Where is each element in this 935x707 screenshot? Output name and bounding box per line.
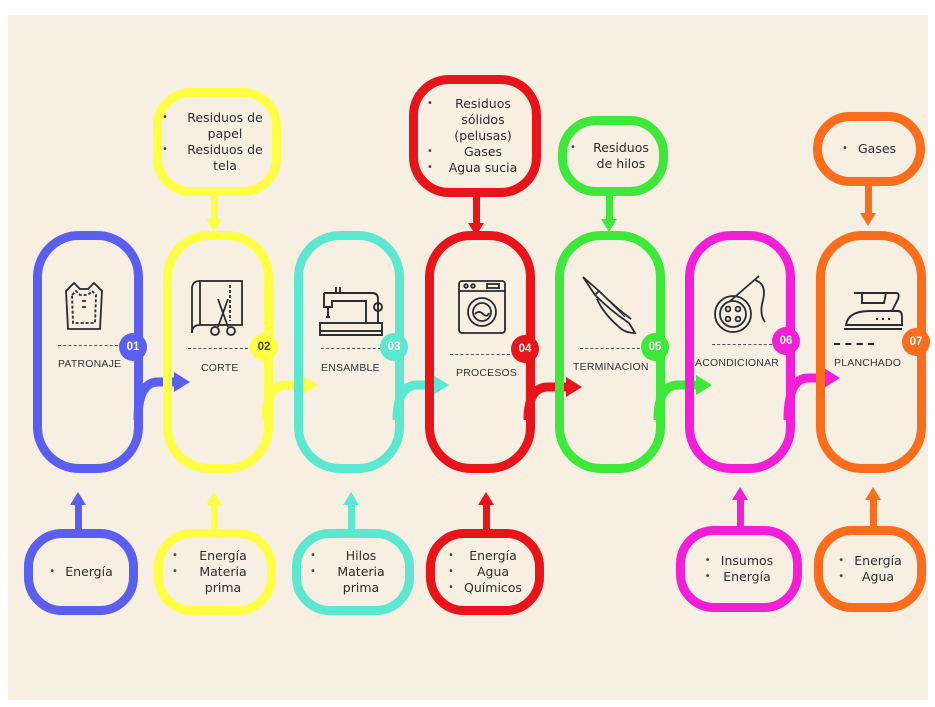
input-item: Energía — [49, 564, 113, 580]
output-item: Gases — [427, 144, 523, 160]
step-label-corte: CORTE — [201, 362, 239, 374]
fabric-scissors-icon — [191, 280, 243, 336]
input-bubble-patronaje: Energía — [24, 529, 138, 615]
input-item: Agua — [448, 564, 522, 580]
input-bubble-planchado: Energía Agua — [814, 526, 926, 612]
separator-patronaje — [58, 345, 118, 346]
output-item: Residuos de papel — [162, 110, 272, 142]
step-label-acondicionar: ACONDICIONAR — [695, 357, 780, 369]
button-needle-icon — [714, 275, 766, 333]
input-item: Energía — [172, 548, 258, 564]
output-bubble-corte: Residuos de papel Residuos de tela — [153, 88, 281, 196]
separator-terminacion — [580, 348, 640, 349]
separator-corte — [188, 348, 248, 349]
output-bubble-planchado: Gases — [813, 112, 925, 186]
input-bubble-acondicionar: Insumos Energía — [676, 526, 802, 612]
washing-machine-icon — [458, 280, 506, 334]
step-label-terminacion: TERMINACION — [573, 361, 649, 373]
input-item: Materia prima — [310, 564, 396, 596]
output-item: Agua sucia — [427, 160, 523, 176]
output-item: Residuos de tela — [162, 142, 272, 174]
step-badge-02: 02 — [250, 333, 278, 361]
input-item: Agua — [838, 569, 902, 585]
output-item: Residuos sólidos (pelusas) — [427, 96, 523, 144]
separator-procesos — [450, 354, 510, 355]
step-badge-06: 06 — [772, 327, 800, 355]
input-item: Energía — [448, 548, 522, 564]
output-bubble-procesos: Residuos sólidos (pelusas) Gases Agua su… — [409, 75, 541, 197]
output-bubble-terminacion: Residuos de hilos — [558, 116, 668, 196]
step-badge-03: 03 — [380, 333, 408, 361]
input-bubble-ensamble: Hilos Materia prima — [292, 529, 414, 615]
step-badge-05: 05 — [641, 333, 669, 361]
process-diagram: PATRONAJE CORTE ENSAMBLE PROCESOS TERMIN… — [8, 15, 930, 700]
thread-clippers-icon — [582, 276, 637, 334]
input-bubble-corte: Energía Materia prima — [154, 529, 276, 615]
separator-planchado — [834, 343, 874, 345]
step-label-planchado: PLANCHADO — [834, 357, 902, 369]
output-item: Gases — [842, 141, 896, 157]
step-badge-04: 04 — [511, 335, 539, 363]
input-bubble-procesos: Energía Agua Químicos — [426, 529, 544, 615]
iron-icon — [844, 292, 903, 330]
input-item: Insumos — [705, 553, 773, 569]
step-badge-01: 01 — [119, 333, 147, 361]
input-item: Energía — [705, 569, 773, 585]
input-item: Energía — [838, 553, 902, 569]
input-item: Químicos — [448, 580, 522, 596]
step-label-ensamble: ENSAMBLE — [321, 362, 380, 374]
step-label-patronaje: PATRONAJE — [58, 358, 122, 370]
sewing-pattern-icon — [65, 281, 103, 330]
input-item: Hilos — [310, 548, 396, 564]
input-item: Materia prima — [172, 564, 258, 596]
sewing-machine-icon — [319, 287, 383, 336]
separator-acondicionar — [712, 344, 772, 345]
step-badge-07: 07 — [902, 328, 930, 356]
output-item: Residuos de hilos — [570, 140, 656, 172]
separator-ensamble — [321, 348, 381, 349]
step-label-procesos: PROCESOS — [456, 367, 518, 379]
